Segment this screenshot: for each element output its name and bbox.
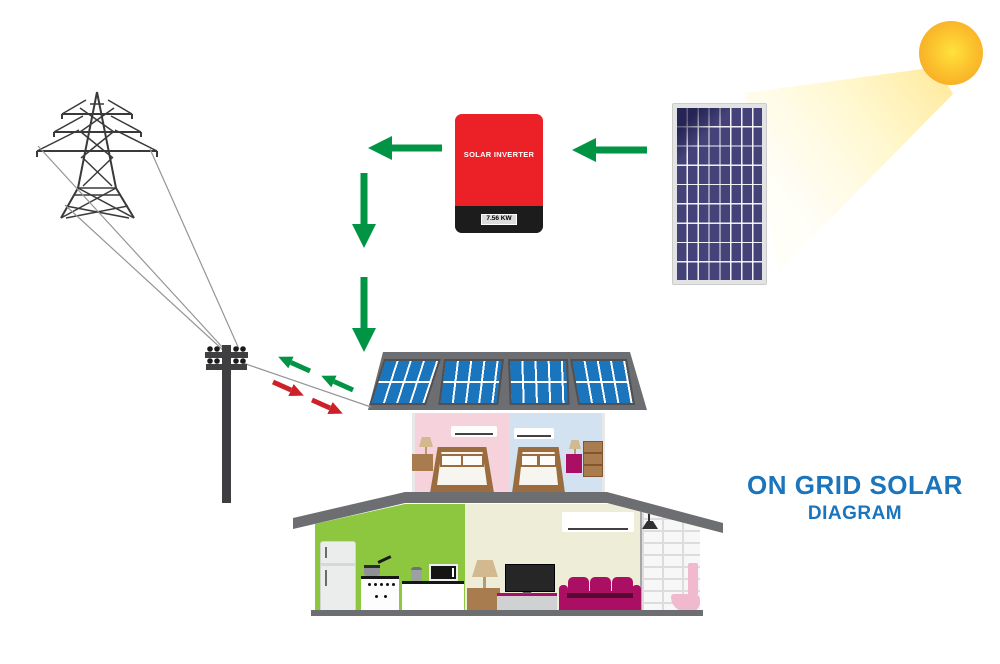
title-line1: ON GRID SOLAR <box>747 470 963 500</box>
utility-pole-icon <box>205 345 248 503</box>
house-foundation <box>311 610 703 616</box>
tv-neck <box>522 590 532 594</box>
house-ground-floor <box>315 504 700 616</box>
lamp-stem <box>425 447 427 454</box>
solar-panel <box>672 103 767 285</box>
sofa-cushion <box>568 577 589 594</box>
shower-pipe <box>648 511 650 521</box>
inverter-capacity-badge: 7.56 KW <box>481 214 517 225</box>
nightstand <box>412 454 433 471</box>
microwave-icon <box>429 564 458 581</box>
side-table <box>467 588 500 612</box>
arrow-export-2 <box>321 375 355 393</box>
sofa-icon <box>559 577 641 612</box>
tv-stand <box>497 593 557 612</box>
kitchen-counter <box>402 581 464 612</box>
lamp-stem <box>574 449 576 454</box>
arrow-import-2 <box>310 397 343 414</box>
pillow <box>537 454 558 467</box>
sofa-cushion <box>612 577 633 594</box>
lamp-icon <box>419 437 433 447</box>
sun-icon <box>919 21 983 85</box>
toilet-tank <box>688 563 698 595</box>
sofa-arm <box>632 585 641 612</box>
power-lines <box>37 145 372 408</box>
house-second-floor <box>412 413 605 493</box>
sofa-cushion <box>590 577 611 594</box>
stove-icon <box>361 576 399 610</box>
bed <box>430 447 494 493</box>
fridge-handle <box>325 547 327 558</box>
cabinet <box>566 454 582 473</box>
ac-unit <box>514 428 554 439</box>
fridge-handle <box>325 570 327 586</box>
diagram-title: ON GRID SOLAR DIAGRAM <box>740 470 970 525</box>
lamp-stem <box>483 577 486 588</box>
energy-flow-arrows <box>271 136 647 414</box>
lamp-icon <box>472 560 498 577</box>
tv-icon <box>505 564 555 592</box>
wall-edge-left <box>412 413 415 493</box>
arrow-import-1 <box>271 379 304 396</box>
microwave-handle <box>452 568 454 577</box>
wall-edge-right <box>602 413 605 493</box>
inverter-base: 7.56 KW <box>455 206 543 233</box>
ac-unit <box>451 426 497 437</box>
pillow <box>461 454 485 467</box>
arrow-export-1 <box>278 356 312 374</box>
inverter-label: SOLAR INVERTER <box>463 150 535 159</box>
shower-head-icon <box>642 521 658 529</box>
bed <box>512 447 565 493</box>
stove-knobs <box>368 583 371 586</box>
ac-unit <box>562 512 634 532</box>
transmission-tower-icon <box>36 91 158 219</box>
sofa-arm <box>559 585 568 612</box>
canister-icon <box>411 567 422 581</box>
solar-panel-cells <box>677 108 762 280</box>
title-line2: DIAGRAM <box>807 503 903 524</box>
fridge-divider <box>321 563 355 566</box>
toilet-icon <box>671 594 700 612</box>
solar-inverter: SOLAR INVERTER 7.56 KW <box>455 114 543 233</box>
dresser <box>583 441 603 477</box>
lamp-icon <box>569 440 581 449</box>
stove-door-handles <box>375 595 378 598</box>
sun-beam <box>745 67 953 271</box>
sofa-band <box>567 593 633 598</box>
cooking-pot-icon <box>364 565 380 576</box>
